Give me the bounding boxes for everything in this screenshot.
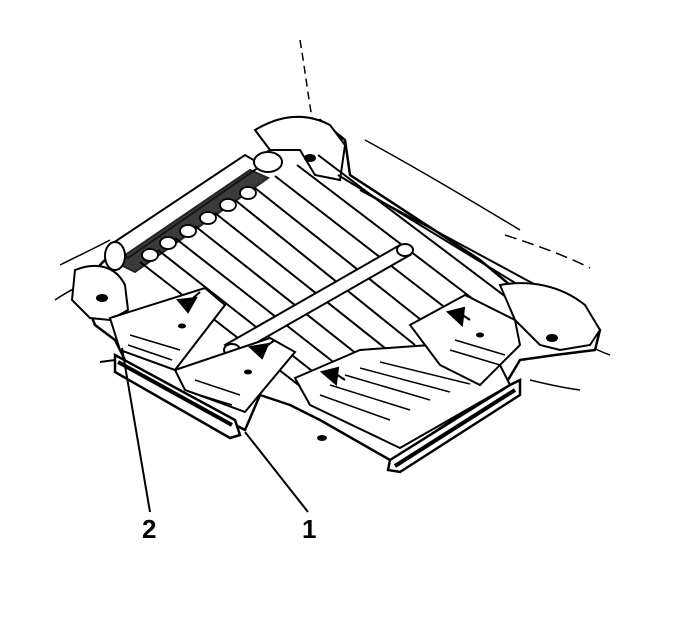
leader-line-2 [121, 347, 151, 513]
mat-hatching [127, 334, 506, 421]
center-crossbrace [223, 243, 414, 357]
rib-tube-ends [141, 186, 257, 262]
sill-strips [113, 352, 522, 474]
leader-lines [99, 347, 309, 513]
bolt-holes [178, 323, 484, 441]
fastener-arrows [176, 291, 471, 386]
callout-label-1: 1 [302, 514, 316, 544]
callout-label-2: 2 [142, 514, 156, 544]
front-crossmember [104, 115, 347, 274]
rear-crossmember [70, 264, 602, 352]
leader-line-1 [244, 431, 309, 513]
floor-ribs [139, 154, 546, 391]
